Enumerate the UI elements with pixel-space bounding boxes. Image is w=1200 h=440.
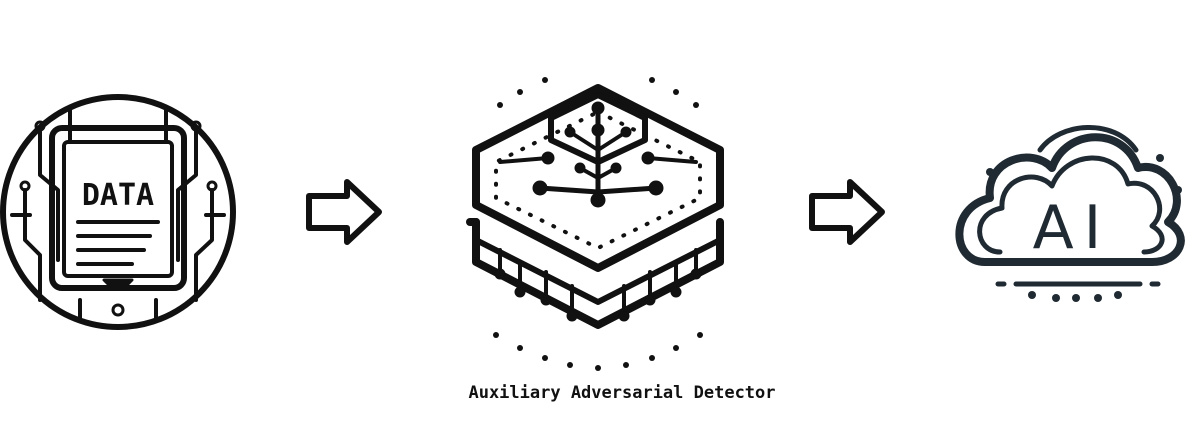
- layered-chip-icon: [466, 77, 724, 371]
- data-label: DATA: [82, 178, 154, 213]
- ai-cloud-icon: [955, 125, 1185, 302]
- ai-label: AI: [1033, 193, 1112, 263]
- data-document-icon: [0, 94, 236, 330]
- arrow-right-icon: [809, 179, 885, 245]
- detector-node: [466, 77, 724, 371]
- ai-node: AI: [955, 125, 1185, 302]
- data-node: DATA: [0, 94, 236, 330]
- detector-caption: Auxiliary Adversarial Detector: [468, 383, 776, 403]
- arrow-right-icon: [306, 179, 382, 245]
